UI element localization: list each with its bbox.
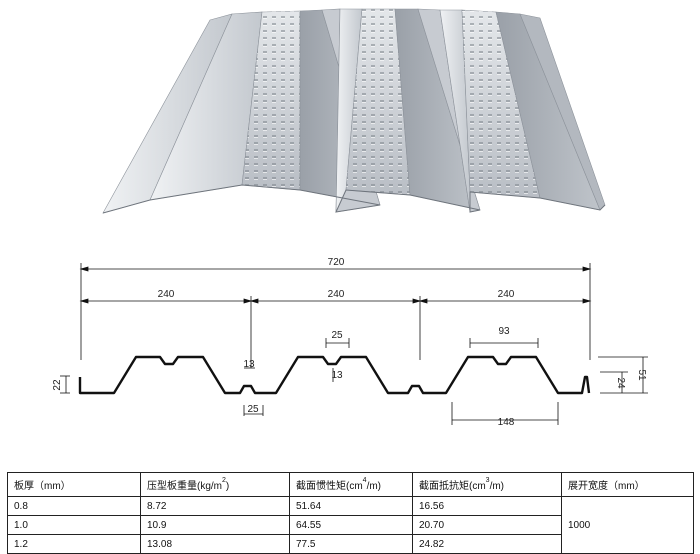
- dim-bottom-25: 25: [247, 404, 259, 415]
- header-weight: 压型板重量(kg/m2): [140, 472, 290, 497]
- dim-bottom-flat-148: 148: [498, 417, 515, 428]
- cell-modulus: 16.56: [412, 496, 562, 516]
- header-unfold-width: 展开宽度（mm）: [561, 472, 694, 497]
- cell-unfold-width: 1000: [561, 496, 694, 554]
- dim-height-51: 51: [636, 369, 647, 381]
- table-row: 1.0 10.9 64.55 20.70: [7, 515, 694, 535]
- header-modulus: 截面抵抗矩(cm3/m): [412, 472, 562, 497]
- cell-weight: 10.9: [140, 515, 290, 535]
- cell-thickness: 1.0: [7, 515, 141, 535]
- dim-13-left: 13: [243, 359, 255, 370]
- table-header-row: 板厚（mm） 压型板重量(kg/m2) 截面惯性矩(cm4/m) 截面抵抗矩(c…: [7, 472, 694, 497]
- dim-height-24: 24: [615, 377, 626, 389]
- dim-pitch-3: 240: [498, 289, 515, 300]
- dim-rib-top-25: 25: [331, 330, 343, 341]
- header-thickness: 板厚（mm）: [7, 472, 141, 497]
- cell-inertia: 64.55: [289, 515, 413, 535]
- table-row: 0.8 8.72 51.64 16.56 1000: [7, 496, 694, 554]
- cell-weight: 8.72: [140, 496, 290, 516]
- specification-table: 板厚（mm） 压型板重量(kg/m2) 截面惯性矩(cm4/m) 截面抵抗矩(c…: [7, 472, 694, 554]
- dim-pitch-2: 240: [328, 289, 345, 300]
- cell-inertia: 51.64: [289, 496, 413, 516]
- dim-top-flat-93: 93: [498, 326, 510, 337]
- table-row: 1.2 13.08 77.5 24.82: [7, 534, 694, 554]
- header-inertia: 截面惯性矩(cm4/m): [289, 472, 413, 497]
- dim-13-mid: 13: [331, 370, 343, 381]
- steel-deck-photo: [102, 8, 606, 214]
- profile-section-drawing: 720 240 240 240 25 93 13 13 25 148 22 24…: [52, 257, 648, 428]
- deck-profile-line: [78, 355, 591, 395]
- dim-pitch-1: 240: [158, 289, 175, 300]
- cell-thickness: 0.8: [7, 496, 141, 516]
- cell-modulus: 20.70: [412, 515, 562, 535]
- dim-total-720: 720: [328, 257, 345, 268]
- dim-height-22: 22: [52, 379, 63, 391]
